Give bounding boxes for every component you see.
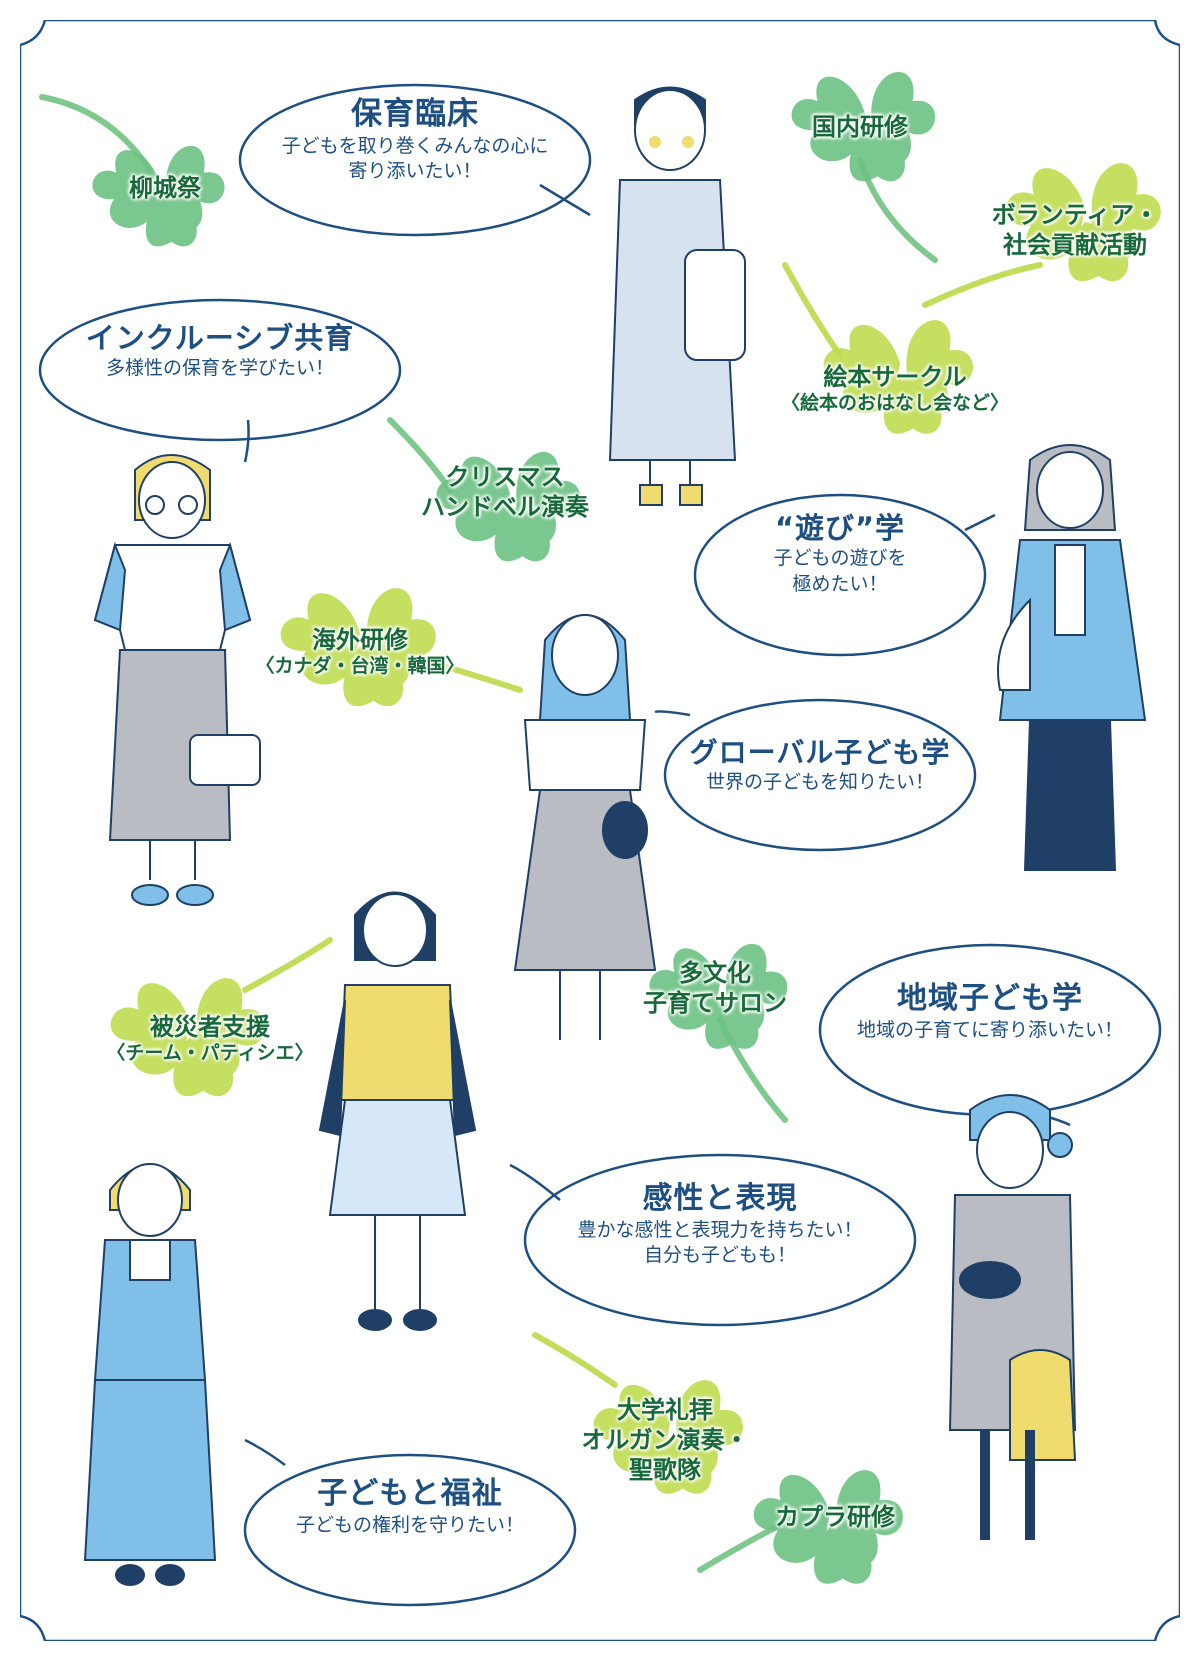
bubble-outline-global xyxy=(663,698,977,852)
character-student-overalls xyxy=(83,1163,217,1586)
bubble-global: グローバル子ども学 世界の子どもを知りたい！ xyxy=(670,735,970,796)
bubble-inclusive: インクルーシブ共育 多様性の保育を学びたい！ xyxy=(50,320,390,382)
clover-label-line: 絵本サークル xyxy=(823,363,967,391)
bubble-outline-kansei xyxy=(523,1153,917,1327)
clover-label-ryujosai: 柳城祭 xyxy=(115,173,215,203)
clover-label-ehon: 絵本サークル 〈絵本のおはなし会など〉 xyxy=(780,362,1010,416)
clover-tabunka xyxy=(649,943,788,1123)
clover-label-line: 海外研修 xyxy=(312,626,408,654)
character-student-bob xyxy=(318,891,477,1331)
clover-label-kokunai: 国内研修 xyxy=(800,112,920,142)
bubble-title: “遊び”学 xyxy=(774,511,906,545)
clover-label-line: 柳城祭 xyxy=(129,174,201,202)
clover-volunteer xyxy=(922,163,1161,308)
bubble-outline-asobi xyxy=(693,493,987,657)
page-frame xyxy=(20,20,1180,1641)
clover-kaigai xyxy=(280,588,523,707)
clover-label-line: 国内研修 xyxy=(812,113,908,141)
bubble-line: 豊かな感性と表現力を持ちたい！ xyxy=(577,1218,863,1241)
clover-label-note: 〈チーム・パティシエ〉 xyxy=(106,1042,314,1064)
bubble-hoiku-rinsho: 保育臨床 子どもを取り巻くみんなの心に 寄り添いたい！ xyxy=(245,95,585,185)
clover-ryujosai xyxy=(39,94,225,247)
bubble-chiiki: 地域子ども学 地域の子育てに寄り添いたい！ xyxy=(825,980,1155,1043)
clover-label-hisaisha: 被災者支援 〈チーム・パティシエ〉 xyxy=(95,1012,325,1066)
clover-label-line: オルガン演奏・ xyxy=(581,1426,749,1454)
clover-label-reihai: 大学礼拝 オルガン演奏・ 聖歌隊 xyxy=(570,1395,760,1485)
bubble-line: 子どもを取り巻くみんなの心に xyxy=(281,134,549,157)
clover-label-note: 〈絵本のおはなし会など〉 xyxy=(780,392,1009,414)
bubble-outline-hoiku-rinsho xyxy=(238,83,592,237)
character-student-dress xyxy=(608,86,746,506)
bubble-outline-fukushi xyxy=(243,1453,577,1607)
bubble-title: 感性と表現 xyxy=(642,1181,798,1216)
character-student-yellow-hair xyxy=(93,454,261,906)
bubble-kansei: 感性と表現 豊かな感性と表現力を持ちたい！ 自分も子どもも！ xyxy=(535,1180,905,1269)
clover-hisaisha xyxy=(110,937,333,1097)
bubble-fukushi: 子どもと福祉 子どもの権利を守りたい！ xyxy=(255,1475,565,1538)
bubble-line: 自分も子どもも！ xyxy=(643,1244,796,1267)
clover-label-line: ハンドベル演奏 xyxy=(421,493,589,521)
clover-label-line: 多文化 xyxy=(679,959,751,987)
bubble-asobi: “遊び”学 子どもの遊びを 極めたい！ xyxy=(700,510,980,598)
clover-label-line: 聖歌隊 xyxy=(629,1456,701,1484)
bubble-line: 寄り添いたい！ xyxy=(348,160,482,183)
clover-label-tabunka: 多文化 子育てサロン xyxy=(630,958,800,1018)
clover-label-line: 被災者支援 xyxy=(150,1013,270,1041)
bubble-line: 極めたい！ xyxy=(792,572,888,595)
clover-label-line: ボランティア・ xyxy=(991,201,1159,229)
bubble-line: 地域の子育てに寄り添いたい！ xyxy=(856,1018,1123,1041)
clover-label-kaigai: 海外研修 〈カナダ・台湾・韓国〉 xyxy=(250,625,470,679)
bubble-title: 保育臨床 xyxy=(351,96,479,132)
clover-reihai xyxy=(532,1332,743,1494)
clover-ehon xyxy=(782,262,973,434)
character-student-blue-hair xyxy=(513,614,657,1040)
bubble-title: グローバル子ども学 xyxy=(689,736,951,769)
clover-label-note: 〈カナダ・台湾・韓国〉 xyxy=(255,655,465,677)
bubble-title: 地域子ども学 xyxy=(897,981,1083,1016)
bubble-title: インクルーシブ共育 xyxy=(85,321,355,355)
clover-label-line: クリスマス xyxy=(445,463,565,491)
bubble-title: 子どもと福祉 xyxy=(317,1476,503,1511)
clover-kokunai xyxy=(791,71,938,263)
clover-label-christmas: クリスマス ハンドベル演奏 xyxy=(400,462,610,522)
bubble-line: 子どもの遊びを xyxy=(773,547,907,570)
clover-label-kapura: カプラ研修 xyxy=(765,1502,905,1532)
bubble-line: 世界の子どもを知りたい！ xyxy=(705,771,934,793)
clover-label-line: 子育てサロン xyxy=(643,989,787,1017)
bubble-line: 多様性の保育を学びたい！ xyxy=(105,357,334,380)
frame-border xyxy=(20,20,1180,1641)
clover-label-line: 社会貢献活動 xyxy=(1003,231,1147,259)
clover-christmas xyxy=(387,417,581,562)
clover-kapura xyxy=(697,1470,903,1584)
character-student-cardigan xyxy=(997,444,1147,871)
clover-label-line: 大学礼拝 xyxy=(617,1396,713,1424)
character-student-glasses-bun xyxy=(948,1094,1077,1540)
bubble-outline-inclusive xyxy=(38,298,402,442)
clover-label-line: カプラ研修 xyxy=(775,1503,895,1531)
clover-label-volunteer: ボランティア・ 社会貢献活動 xyxy=(980,200,1170,260)
bubble-line: 子どもの権利を守りたい！ xyxy=(295,1513,524,1536)
